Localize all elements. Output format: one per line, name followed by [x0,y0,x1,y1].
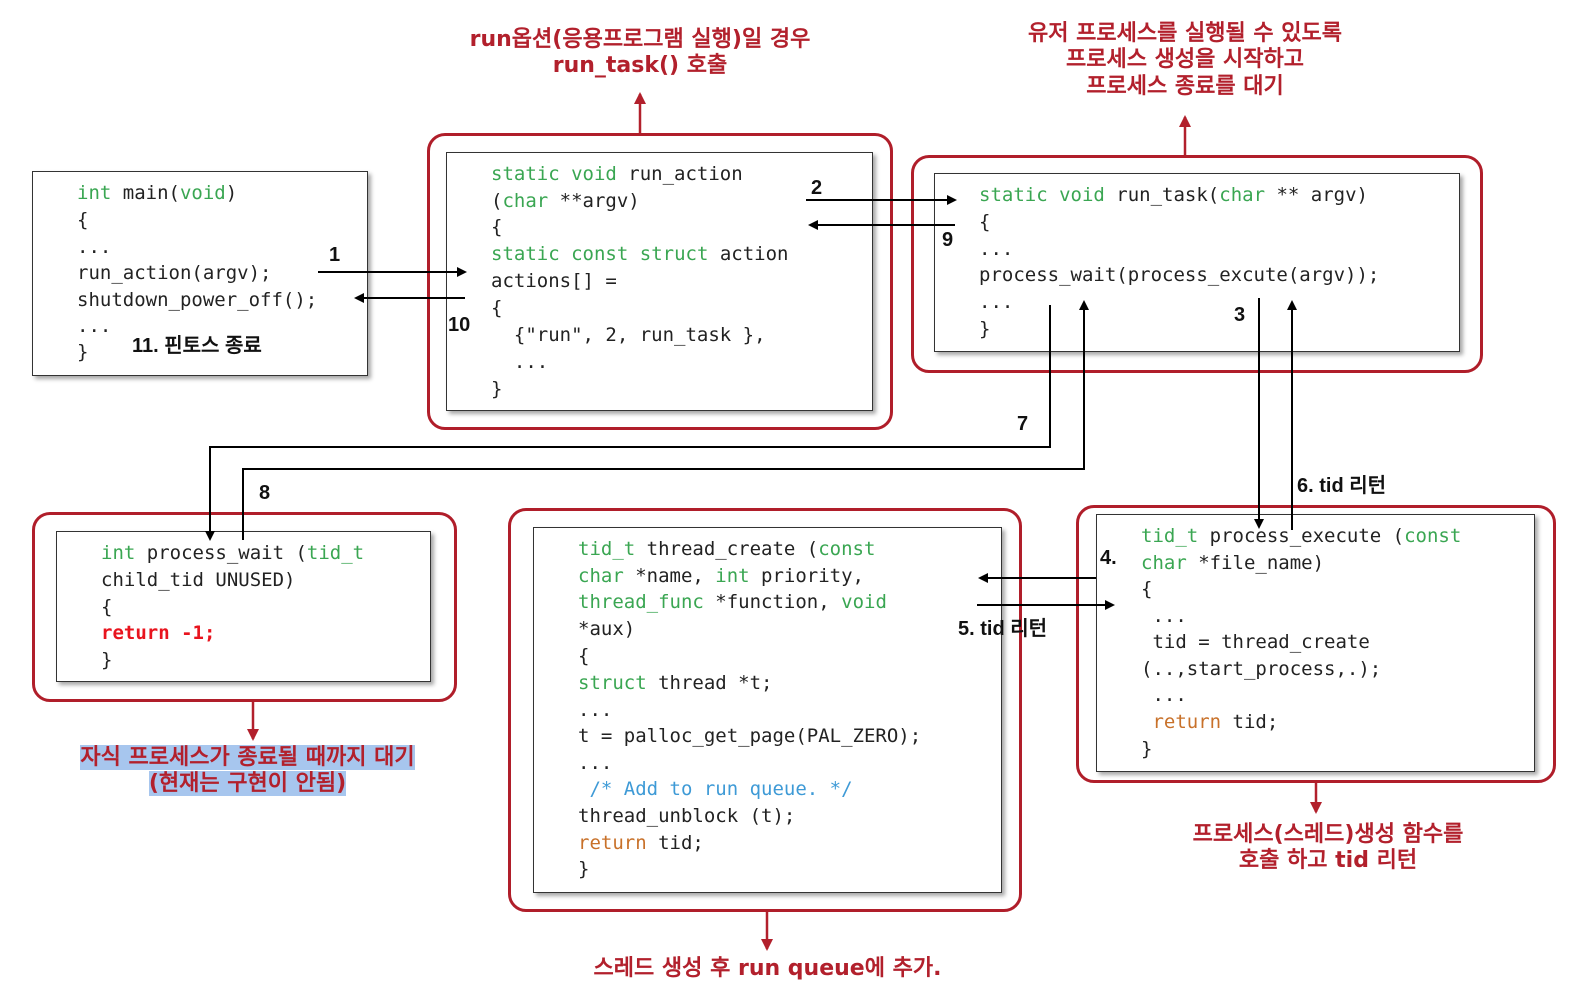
main-line-7: } [77,341,89,363]
thread-create-annotation-line-1: 스레드 생성 후 run queue에 추가. [593,956,942,981]
run-action-line-1: static void run_action [491,163,743,185]
step-9-label: 9 [942,229,954,251]
step-8-label: 8 [259,482,271,504]
run-action-code-box [446,152,873,411]
run-task-line-4: process_wait(process_excute(argv)); [979,264,1380,286]
main-code-box [32,171,368,376]
process-execute-line-2: char *file_name) [1141,552,1325,574]
run-action-line-9: } [491,378,503,400]
process-execute-line-1: tid_t process_execute (const [1141,525,1462,547]
thread-create-line-10: /* Add to run queue. */ [578,778,853,800]
run-action-line-5: actions[] = [491,270,617,292]
thread-create-line-5: { [578,645,590,667]
run-task-line-1: static void run_task(char ** argv) [979,184,1368,206]
run-action-line-7: {"run", 2, run_task }, [491,324,766,346]
process-wait-frame [32,512,457,702]
process-wait-annotation: 자식 프로세스가 종료될 때까지 대기 (현재는 구현이 안됨) [30,745,465,798]
thread-create-line-6: struct thread *t; [578,672,773,694]
run-task-annotation-line-2: 프로세스 생성을 시작하고 [1066,47,1304,73]
process-execute-line-5: tid = thread_create [1141,631,1370,653]
process-wait-annotation-line-1: 자식 프로세스가 종료될 때까지 대기 [80,745,415,770]
run-action-line-3: { [491,216,503,238]
run-task-line-3: ... [979,238,1014,260]
run-action-annotation: run옵션(응용프로그램 실행)일 경우 run_task() 호출 [400,27,880,80]
thread-create-line-2: char *name, int priority, [578,565,864,587]
step-11-label: 11. 핀토스 종료 [132,335,262,357]
thread-create-annotation: 스레드 생성 후 run queue에 추가. [540,956,995,982]
run-action-line-6: { [491,297,503,319]
thread-create-line-8: t = palloc_get_page(PAL_ZERO); [578,725,922,747]
thread-create-line-4: *aux) [578,618,636,640]
process-execute-frame [1076,505,1556,783]
step-7-label: 7 [1017,413,1029,435]
thread-create-code-box [533,527,1002,893]
thread-create-line-7: ... [578,699,613,721]
run-task-annotation-line-3: 프로세스 종료를 대기 [1086,73,1284,99]
run-action-line-4: static const struct action [491,243,789,265]
step-6-label: 6. tid 리턴 [1297,475,1387,497]
run-task-frame [911,155,1483,373]
run-action-annotation-line-2: run_task() 호출 [552,53,728,79]
thread-create-line-11: thread_unblock (t); [578,805,796,827]
process-execute-line-9: } [1141,738,1153,760]
step-10-label: 10 [448,314,471,336]
process-execute-annotation-line-1: 프로세스(스레드)생성 함수를 [1192,822,1464,847]
process-wait-annotation-line-2: (현재는 구현이 안됨) [148,771,347,797]
main-line-5: shutdown_power_off(); [77,289,318,311]
run-task-annotation-line-1: 유저 프로세스를 실행될 수 있도록 [1028,21,1342,46]
process-execute-annotation-line-2: 호출 하고 tid 리턴 [1238,848,1418,874]
run-action-line-2: (char **argv) [491,190,640,212]
run-task-line-2: { [979,211,991,233]
step-5-label: 5. tid 리턴 [958,618,1048,640]
thread-create-line-12: return tid; [578,832,704,854]
process-wait-line-2: child_tid UNUSED) [101,569,296,591]
run-task-line-6: } [979,318,991,340]
main-line-6: ... [77,315,112,337]
process-wait-line-5: } [101,649,113,671]
main-line-2: { [77,209,89,231]
run-action-frame [427,133,893,430]
thread-create-line-9: ... [578,752,613,774]
step-2-label: 2 [811,177,823,199]
process-execute-line-6: (..,start_process,.); [1141,658,1382,680]
process-wait-line-4: return -1; [101,622,216,644]
run-task-code-box [934,173,1460,352]
process-execute-line-4: ... [1141,605,1187,627]
process-execute-code-box [1096,514,1535,772]
run-task-annotation: 유저 프로세스를 실행될 수 있도록 프로세스 생성을 시작하고 프로세스 종료… [935,21,1435,100]
thread-create-line-13: } [578,858,590,880]
arrow-8 [242,300,1089,540]
arrow-7 [205,305,1051,541]
step-3-label: 3 [1234,304,1246,326]
main-line-4: run_action(argv); [77,262,272,284]
main-line-1: int main(void) [77,182,238,204]
main-line-3: ... [77,236,112,258]
process-execute-annotation: 프로세스(스레드)생성 함수를 호출 하고 tid 리턴 [1100,822,1556,875]
process-wait-line-1: int process_wait (tid_t [101,542,365,564]
thread-create-line-3: thread_func *function, void [578,591,887,613]
run-action-annotation-line-1: run옵션(응용프로그램 실행)일 경우 [469,27,811,52]
process-execute-line-7: ... [1141,684,1187,706]
run-action-line-8: ... [491,351,549,373]
run-task-line-5: ... [979,291,1014,313]
thread-create-frame [508,508,1022,912]
process-execute-line-8: return tid; [1141,711,1279,733]
step-4-label: 4. [1100,547,1117,569]
process-execute-line-3: { [1141,578,1153,600]
process-wait-line-3: { [101,596,113,618]
step-1-label: 1 [329,244,341,266]
thread-create-line-1: tid_t thread_create (const [578,538,876,560]
